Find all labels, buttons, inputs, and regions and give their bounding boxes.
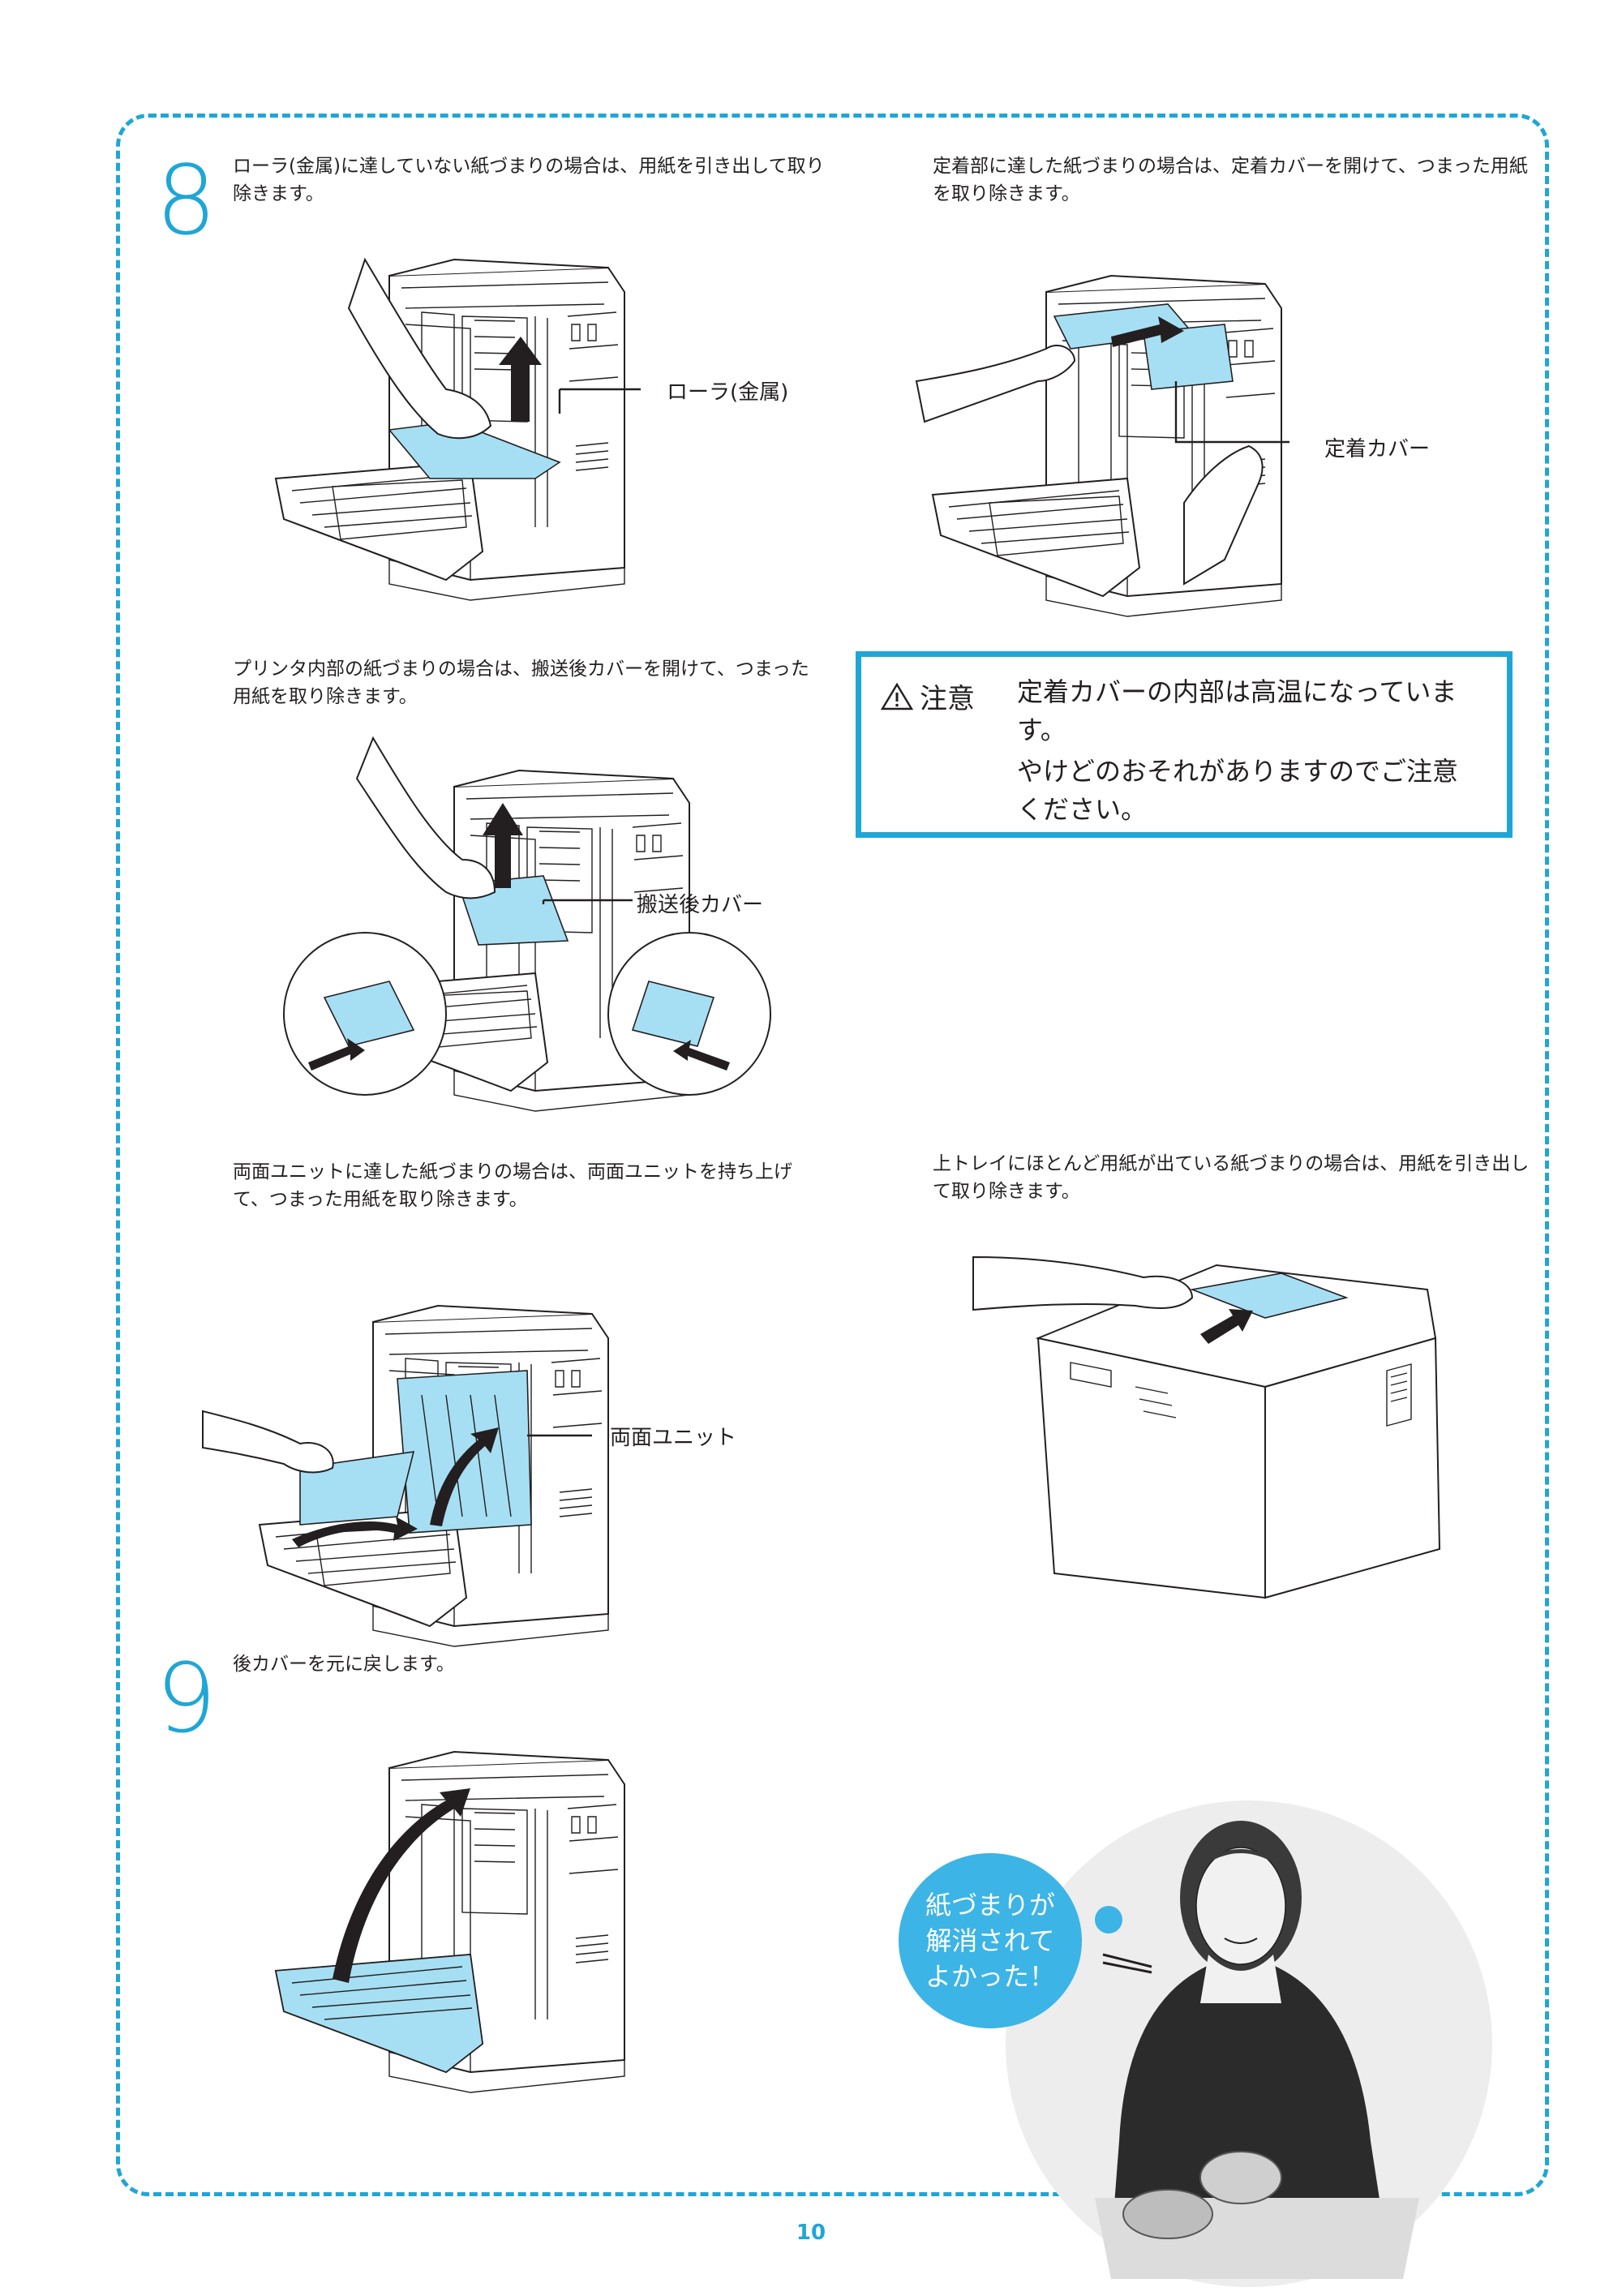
callout-fuser-cover: 定着カバー [1324,437,1431,461]
hand-illustration [347,257,492,440]
bubble-line-2: 解消されて [925,1925,1055,1956]
caution-box: 注意 定着カバーの内部は高温になっています。 やけどのおそれがありますのでご注意… [856,651,1513,838]
duplex-unit [397,1370,532,1534]
callout-duplex-unit: 両面ユニット [610,1426,737,1450]
bubble-tail-dot [1095,1906,1122,1933]
jammed-paper [1190,1272,1349,1319]
step-8b-text: 定着部に達した紙づまりの場合は、定着カバーを開けて、つまった用紙を取り除きます。 [933,156,1528,204]
bubble-line-1: 紙づまりが [925,1890,1055,1920]
pull-left-arrow [1111,316,1184,347]
left-hand-illustration [915,345,1076,423]
figure-top-tray [972,1255,1441,1599]
speech-bubble: 紙づまりが 解消されて よかった！ [899,1853,1082,2028]
step-8d-text: 両面ユニットに達した紙づまりの場合は、両面ユニットを持ち上げて、つまった用紙を取… [233,1161,792,1210]
page-frame [116,114,1549,2196]
callout-roller: ローラ(金属) [667,380,789,405]
caution-text: 定着カバーの内部は高温になっています。 やけどのおそれがありますのでご注意くださ… [1017,673,1479,829]
close-arrow [333,1788,470,1983]
step-9-number: 9 [156,1642,217,1754]
figure-fuser-cover [915,275,1289,617]
woman-illustration [1006,1800,1492,2287]
bubble-line-3: よかった！ [925,1961,1055,1992]
step-8-number: 8 [156,144,217,256]
step-8e-text: 上トレイにほとんど用紙が出ている紙づまりの場合は、用紙を引き出して取り除きます。 [933,1153,1530,1202]
figure-close-rear-cover [275,1751,625,2093]
lift-arrow [430,1427,499,1526]
hand-illustration [972,1255,1194,1311]
figure-duplex-unit [202,1305,609,1647]
step-8c-text: プリンタ内部の紙づまりの場合は、搬送後カバーを開けて、つまった用紙を取り除きます… [233,659,809,707]
hand-illustration [202,1410,334,1474]
callout-transport-cover: 搬送後カバー [637,893,764,917]
figure-roller-jam [275,257,641,601]
rear-cover [275,1954,483,2073]
pull-left-arrow [292,1517,418,1547]
page-number: 10 [796,2221,826,2245]
caution-line-2: やけどのおそれがありますのでご注意ください。 [1017,756,1459,825]
hand-illustration [355,736,496,899]
step-8a-text: ローラ(金属)に達していない紙づまりの場合は、用紙を引き出して取り除きます。 [233,156,825,204]
caution-line-1: 定着カバーの内部は高温になっています。 [1017,676,1457,745]
figure-transport-cover [283,736,771,1112]
pull-arrow [1200,1309,1253,1344]
warning-triangle-icon [881,682,913,710]
right-hand-illustration [1183,444,1264,586]
pull-up-arrow [499,337,542,422]
pull-up-arrow [483,803,523,888]
step-9-text: 後カバーを元に戻します。 [233,1654,455,1675]
caution-label: 注意 [881,676,975,716]
